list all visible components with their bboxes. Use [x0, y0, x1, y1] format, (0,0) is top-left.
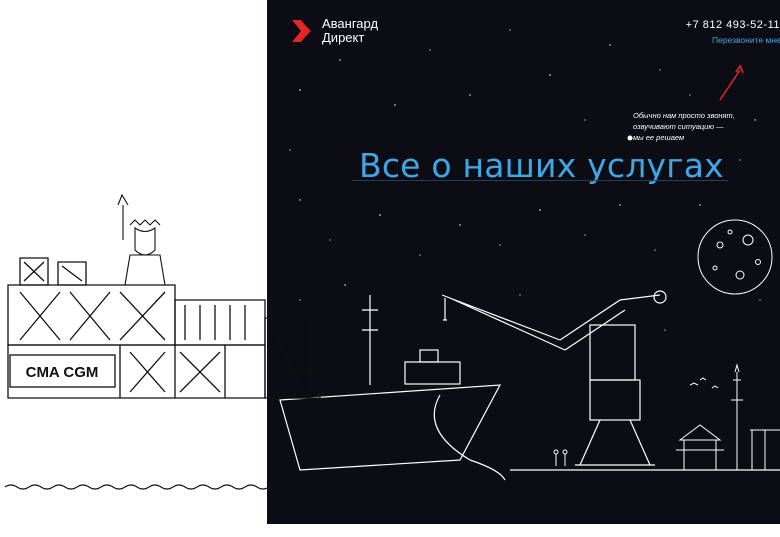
container-stack — [7, 257, 321, 399]
person-pin-icon — [627, 135, 633, 141]
city-skyline — [676, 363, 780, 470]
note-line: озвучивают ситуацию — — [633, 122, 724, 131]
title-underline — [352, 180, 728, 181]
water-waves — [4, 484, 498, 490]
brand-name-line1: Авангард — [322, 16, 379, 31]
cargo-ship — [279, 295, 506, 481]
logo-chevron-icon — [292, 20, 311, 42]
people-figures — [553, 449, 568, 466]
stars — [289, 29, 761, 331]
night-background — [267, 0, 780, 524]
moon — [697, 219, 773, 295]
port-crane — [441, 290, 667, 466]
phone-number[interactable]: +7 812 493-52-11 — [685, 19, 780, 31]
brand-logo[interactable]: Авангард Директ — [290, 17, 378, 45]
bottom-strip — [0, 524, 780, 537]
statue-of-liberty — [117, 193, 166, 286]
brand-name-line2: Директ — [322, 30, 365, 45]
cma-cgm-panel — [9, 354, 116, 388]
page-title: Все о наших услугах — [359, 146, 724, 185]
callout-note: Обычно нам просто звонят, озвучивают сит… — [633, 110, 743, 143]
note-line: мы ее решаем — [633, 133, 685, 142]
brand-name: Авангард Директ — [322, 17, 378, 45]
note-line: Обычно нам просто звонят, — [633, 111, 735, 120]
container-label: CMA CGM — [26, 364, 99, 381]
callback-link[interactable]: Перезвоните мне — [712, 35, 780, 45]
pointer-arrow-icon — [719, 64, 744, 101]
